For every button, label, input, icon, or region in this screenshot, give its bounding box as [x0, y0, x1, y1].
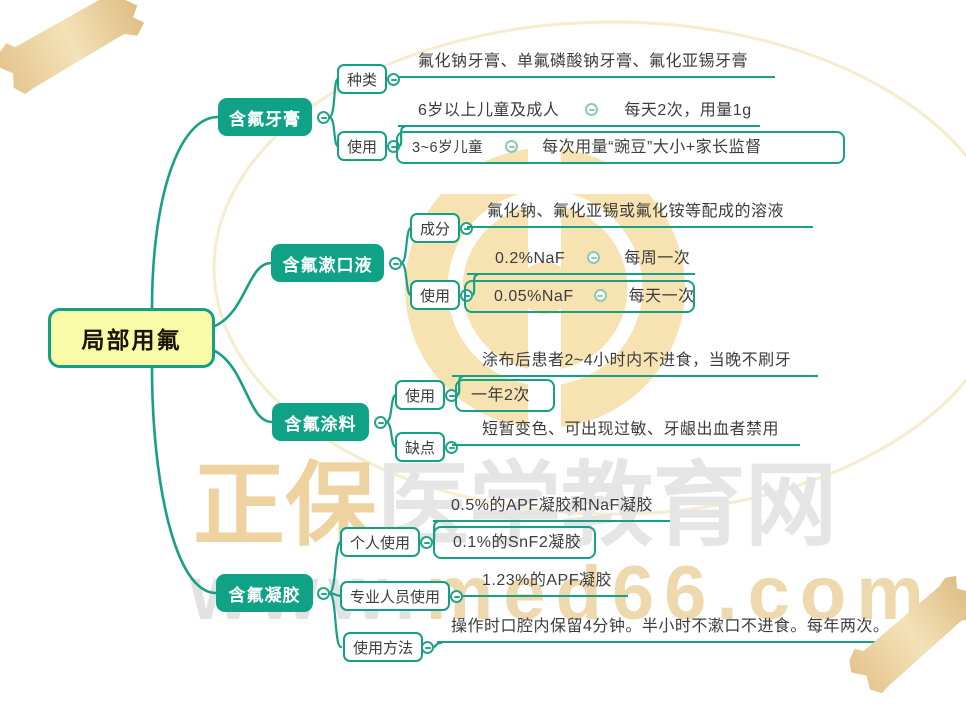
leaf-toothpaste-adults[interactable]: 6岁以上儿童及成人 每天2次，用量1g: [398, 96, 760, 127]
subtopic-ingredients[interactable]: 成分: [410, 213, 460, 243]
collapse-icon[interactable]: [317, 587, 330, 600]
subtopic-drawbacks[interactable]: 缺点: [395, 432, 445, 462]
subtopic-rinse-usage-label: 使用: [419, 287, 450, 305]
collapse-icon[interactable]: [587, 251, 601, 264]
branch-gel-label: 含氟凝胶: [228, 585, 301, 605]
collapse-icon[interactable]: [317, 111, 330, 124]
collapse-icon[interactable]: [421, 641, 434, 654]
leaf-text: 0.05%NaF: [494, 288, 574, 305]
subtopic-professional-use[interactable]: 专业人员使用: [340, 581, 450, 611]
collapse-icon[interactable]: [389, 257, 402, 270]
subtopic-varnish-usage[interactable]: 使用: [395, 380, 445, 410]
branch-varnish-label: 含氟涂料: [284, 414, 357, 434]
leaf-text: 每周一次: [624, 250, 691, 267]
leaf-text: 0.1%的SnF2凝胶: [453, 534, 582, 551]
leaf-text: 短暂变色、可出现过敏、牙龈出血者禁用: [482, 421, 780, 438]
collapse-icon[interactable]: [445, 389, 458, 402]
subtopic-professional-use-label: 专业人员使用: [349, 588, 440, 606]
collapse-icon[interactable]: [460, 289, 473, 302]
collapse-icon[interactable]: [420, 536, 433, 549]
subtopic-drawbacks-label: 缺点: [404, 439, 435, 457]
leaf-text: 每天2次，用量1g: [624, 102, 752, 119]
root-topic[interactable]: 局部用氟: [48, 308, 215, 368]
leaf-text: 6岁以上儿童及成人: [418, 102, 560, 119]
leaf-text: 0.5%的APF凝胶和NaF凝胶: [451, 497, 653, 514]
collapse-icon[interactable]: [387, 73, 400, 86]
branch-varnish[interactable]: 含氟涂料: [272, 403, 369, 441]
leaf-toothpaste-types[interactable]: 氟化钠牙膏、单氟磷酸钠牙膏、氟化亚锡牙膏: [398, 48, 775, 78]
branch-mouthrinse[interactable]: 含氟漱口液: [271, 244, 384, 282]
branch-mouthrinse-label: 含氟漱口液: [282, 255, 373, 275]
subtopic-toothpaste-usage[interactable]: 使用: [337, 131, 387, 161]
leaf-text: 操作时口腔内保留4分钟。半小时不漱口不进食。每年两次。: [451, 618, 890, 635]
leaf-rinse-weekly[interactable]: 0.2%NaF 每周一次: [467, 244, 695, 275]
collapse-icon[interactable]: [374, 416, 387, 429]
subtopic-rinse-usage[interactable]: 使用: [410, 280, 460, 310]
leaf-varnish-frequency[interactable]: 一年2次: [455, 379, 555, 412]
subtopic-varnish-usage-label: 使用: [404, 387, 435, 405]
leaf-varnish-aftercare[interactable]: 涂布后患者2~4小时内不进食，当晚不刷牙: [452, 346, 818, 377]
washi-tape-top-left: [0, 0, 150, 100]
subtopic-types-label: 种类: [346, 71, 377, 89]
subtopic-usage-method-label: 使用方法: [352, 639, 413, 657]
collapse-icon[interactable]: [585, 103, 599, 116]
leaf-text: 一年2次: [471, 387, 530, 404]
leaf-gel-professional[interactable]: 1.23%的APF凝胶: [462, 566, 628, 597]
leaf-rinse-ingredients[interactable]: 氟化钠、氟化亚锡或氟化铵等配成的溶液: [467, 197, 813, 228]
subtopic-ingredients-label: 成分: [419, 220, 450, 238]
leaf-text: 1.23%的APF凝胶: [482, 572, 612, 589]
collapse-icon[interactable]: [593, 289, 607, 302]
leaf-toothpaste-children[interactable]: 3~6岁儿童 每次用量“豌豆”大小+家长监督: [396, 131, 845, 164]
leaf-text: 每天一次: [628, 288, 695, 305]
subtopic-personal-use-label: 个人使用: [349, 534, 410, 552]
branch-toothpaste-label: 含氟牙膏: [229, 109, 301, 129]
leaf-text: 每次用量“豌豆”大小+家长监督: [542, 139, 762, 156]
branch-gel[interactable]: 含氟凝胶: [216, 574, 313, 612]
leaf-varnish-drawbacks[interactable]: 短暂变色、可出现过敏、牙龈出血者禁用: [452, 415, 800, 446]
leaf-gel-method[interactable]: 操作时口腔内保留4分钟。半小时不漱口不进食。每年两次。: [437, 612, 910, 643]
collapse-icon[interactable]: [505, 140, 519, 153]
branch-toothpaste[interactable]: 含氟牙膏: [218, 98, 312, 136]
subtopic-personal-use[interactable]: 个人使用: [340, 527, 420, 557]
leaf-text: 涂布后患者2~4小时内不进食，当晚不刷牙: [482, 352, 792, 369]
collapse-icon[interactable]: [460, 222, 473, 235]
leaf-text: 3~6岁儿童: [412, 140, 484, 156]
leaf-text: 氟化钠、氟化亚锡或氟化铵等配成的溶液: [487, 203, 785, 220]
root-topic-label: 局部用氟: [81, 327, 182, 353]
leaf-gel-apf-naf[interactable]: 0.5%的APF凝胶和NaF凝胶: [433, 491, 670, 522]
leaf-text: 0.2%NaF: [495, 250, 566, 267]
leaf-text: 氟化钠牙膏、单氟磷酸钠牙膏、氟化亚锡牙膏: [418, 53, 749, 70]
leaf-gel-snf2[interactable]: 0.1%的SnF2凝胶: [433, 526, 596, 559]
collapse-icon[interactable]: [445, 441, 458, 454]
leaf-rinse-daily[interactable]: 0.05%NaF 每天一次: [464, 280, 695, 313]
subtopic-usage-method[interactable]: 使用方法: [343, 632, 423, 662]
subtopic-toothpaste-usage-label: 使用: [346, 138, 377, 156]
subtopic-types[interactable]: 种类: [337, 64, 387, 94]
